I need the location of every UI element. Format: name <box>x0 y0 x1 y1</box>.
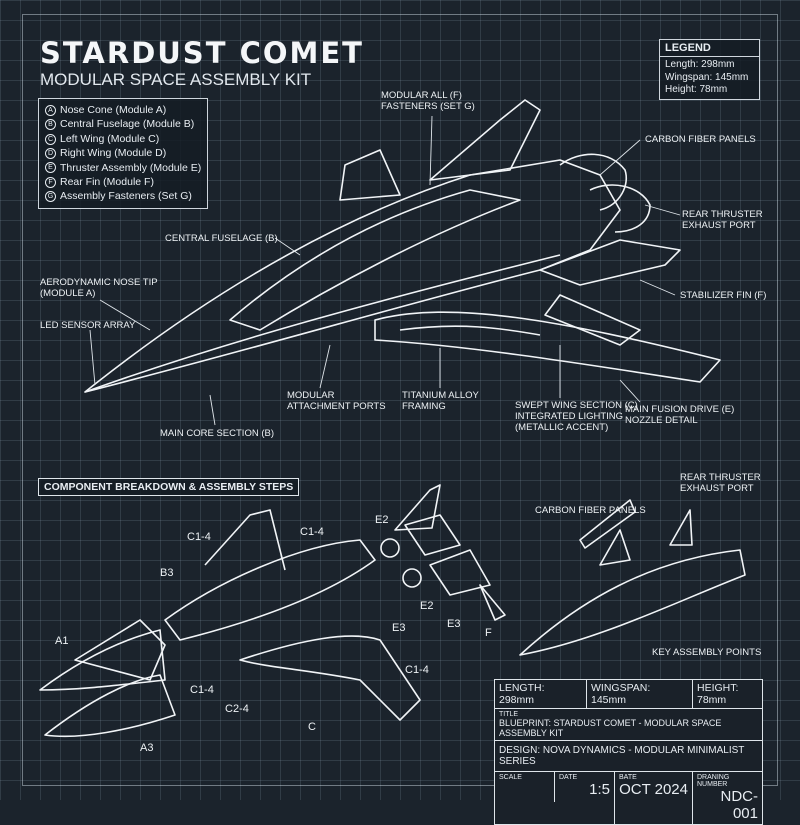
page-title: STARDUST COMET <box>40 36 364 70</box>
circle-letter-icon: G <box>45 191 56 203</box>
callout: E2 <box>420 600 434 612</box>
circle-letter-icon: F <box>45 176 56 188</box>
circle-letter-icon: D <box>45 147 56 159</box>
parts-list-item: A Nose Cone (Module A) <box>45 103 201 117</box>
exploded-view-illustration <box>39 484 746 738</box>
tb-wingspan: WINGSPAN: 145mm <box>587 680 693 708</box>
label-main-core: MAIN CORE SECTION (B) <box>160 428 275 439</box>
callout: C2-4 <box>225 703 249 715</box>
part-label: Rear Fin (Module F) <box>60 176 154 189</box>
tb-design: DESIGN: NOVA DYNAMICS - MODULAR MINIMALI… <box>499 745 745 767</box>
circle-letter-icon: E <box>45 162 56 174</box>
legend-box: LEGEND Length: 298mm Wingspan: 145mm Hei… <box>659 39 760 100</box>
main-leader-lines <box>89 115 681 426</box>
tb-bate-label: BATE <box>619 774 637 781</box>
circle-letter-icon: C <box>45 133 56 145</box>
parts-list-item: C Left Wing (Module C) <box>45 132 201 146</box>
callout: C1-4 <box>190 684 214 696</box>
label-attachment-ports: MODULAR ATTACHMENT PORTS <box>287 390 386 412</box>
part-label: Right Wing (Module D) <box>60 147 167 160</box>
callout: F <box>485 627 492 639</box>
label-swept-wing: SWEPT WING SECTION (C) INTEGRATED LIGHTI… <box>515 400 638 433</box>
parts-list-item: F Rear Fin (Module F) <box>45 175 201 189</box>
label-rear-thruster-small: REAR THRUSTER EXHAUST PORT <box>680 472 761 494</box>
tb-scale: 1:5 <box>589 781 610 798</box>
tb-date: OCT 2024 <box>619 781 688 798</box>
callout: E3 <box>392 622 406 634</box>
parts-list-item: B Central Fuselage (Module B) <box>45 117 201 131</box>
label-titanium-framing: TITANIUM ALLOY FRAMING <box>402 390 479 412</box>
label-central-fuselage: CENTRAL FUSELAGE (B) <box>165 233 278 244</box>
callout: C1-4 <box>187 531 211 543</box>
label-fasteners: MODULAR ALL (F) FASTENERS (SET G) <box>381 90 475 112</box>
label-stabilizer-fin: STABILIZER FIN (F) <box>680 290 767 301</box>
label-key-assembly-points: KEY ASSEMBLY POINTS <box>652 647 762 658</box>
legend-wingspan: Wingspan: 145mm <box>665 71 749 83</box>
tb-date-label: DATE <box>559 774 578 781</box>
drawing-frame <box>22 14 778 786</box>
circle-letter-icon: B <box>45 119 56 131</box>
label-led-sensor: LED SENSOR ARRAY <box>40 320 136 331</box>
tb-height: HEIGHT: 78mm <box>697 682 739 706</box>
label-fusion-drive: MAIN FUSION DRIVE (E) NOZZLE DETAIL <box>625 404 735 426</box>
part-label: Central Fuselage (Module B) <box>60 118 195 131</box>
legend-title: LEGEND <box>660 40 759 57</box>
tb-title-label: TITLE <box>499 711 519 718</box>
label-carbon-fiber: CARBON FIBER PANELS <box>645 134 756 145</box>
callout: A1 <box>55 635 69 647</box>
callout: C1-4 <box>300 526 324 538</box>
circle-letter-icon: A <box>45 104 56 116</box>
callout: E2 <box>375 514 389 526</box>
tb-length: LENGTH: 298mm <box>495 680 587 708</box>
part-label: Nose Cone (Module A) <box>60 104 167 116</box>
parts-list-item: D Right Wing (Module D) <box>45 146 201 160</box>
title-block: LENGTH: 298mm WINGSPAN: 145mm HEIGHT: 78… <box>494 679 763 825</box>
callout: A3 <box>140 742 154 754</box>
label-carbon-fiber-small: CARBON FIBER PANELS <box>535 505 646 516</box>
callout: B3 <box>160 567 174 579</box>
breakdown-heading: COMPONENT BREAKDOWN & ASSEMBLY STEPS <box>38 478 300 496</box>
main-ship-illustration <box>84 99 721 393</box>
legend-length: Length: 298mm <box>665 59 735 70</box>
page-subtitle: MODULAR SPACE ASSEMBLY KIT <box>40 70 312 89</box>
callout: C1-4 <box>405 664 429 676</box>
label-rear-thruster: REAR THRUSTER EXHAUST PORT <box>682 209 763 231</box>
tb-drawing-number: NDC-001 <box>720 788 759 822</box>
parts-list-item: G Assembly Fasteners (Set G) <box>45 189 201 203</box>
label-nose-tip: AERODYNAMIC NOSE TIP (MODULE A) <box>40 277 158 299</box>
tb-title: BLUEPRINT: STARDUST COMET - MODULAR SPAC… <box>499 718 722 738</box>
part-label: Assembly Fasteners (Set G) <box>60 190 192 203</box>
part-label: Thruster Assembly (Module E) <box>60 161 202 174</box>
legend-height: Height: 78mm <box>665 84 728 95</box>
parts-list-item: E Thruster Assembly (Module E) <box>45 161 201 175</box>
tb-drawing-label: DRANING NUMBER <box>697 774 730 788</box>
ship-drawings <box>39 99 746 738</box>
callout: C <box>308 721 316 733</box>
callout: E3 <box>447 618 461 630</box>
parts-list: A Nose Cone (Module A) B Central Fuselage … <box>38 98 209 209</box>
tb-scale-label: SCALE <box>499 774 522 781</box>
part-label: Left Wing (Module C) <box>60 132 160 145</box>
